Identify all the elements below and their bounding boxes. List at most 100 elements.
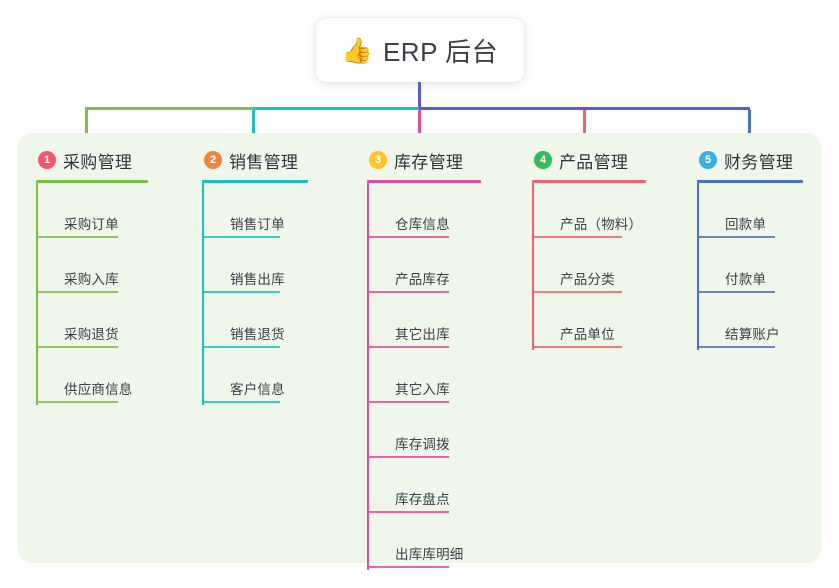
module-item[interactable]: 其它出库 [367,293,481,348]
module-header-rule [532,180,646,183]
module-item-rule [367,401,449,403]
module-item[interactable]: 库存盘点 [367,458,481,513]
module-item-label: 客户信息 [230,382,285,397]
module-item-rule [697,291,775,293]
module-item[interactable]: 客户信息 [202,348,308,403]
module-item[interactable]: 采购订单 [36,183,148,238]
thumbs-up-icon: 👍 [341,36,373,65]
module-spine [202,183,204,405]
module-item[interactable]: 产品库存 [367,238,481,293]
module-column-3: 3 库存管理仓库信息产品库存其它出库其它入库库存调拨库存盘点出库库明细 [367,145,481,570]
module-item-rule [367,346,449,348]
module-number-badge: 3 [369,151,387,169]
module-item-rule [202,401,280,403]
module-header-3[interactable]: 3 库存管理 [367,145,481,175]
module-item[interactable]: 采购退货 [36,293,148,348]
connector-trunk [418,82,421,109]
drop-sales [252,110,255,137]
module-item[interactable]: 结算账户 [697,293,803,348]
module-column-2: 2 销售管理销售订单销售出库销售退货客户信息 [202,145,308,405]
module-item[interactable]: 产品单位 [532,293,646,348]
module-item-label: 采购入库 [64,272,119,287]
module-item[interactable]: 仓库信息 [367,183,481,238]
module-header-1[interactable]: 1 采购管理 [36,145,148,175]
module-item-label: 销售退货 [230,327,285,342]
module-header-rule [36,180,148,183]
module-header-4[interactable]: 4 产品管理 [532,145,646,175]
module-column-5: 5 财务管理回款单付款单结算账户 [697,145,803,350]
module-item-label: 产品库存 [395,272,450,287]
module-item-label: 库存调拨 [395,437,450,452]
module-item[interactable]: 销售订单 [202,183,308,238]
module-number-badge: 1 [38,151,56,169]
module-item[interactable]: 产品（物料） [532,183,646,238]
module-item-rule [36,236,118,238]
module-item-label: 采购退货 [64,327,119,342]
module-item-label: 采购订单 [64,217,119,232]
module-item-rule [367,456,449,458]
module-item-rule [202,346,280,348]
module-item[interactable]: 出库库明细 [367,513,481,568]
module-item-label: 产品单位 [560,327,615,342]
module-item-rule [36,291,118,293]
module-column-1: 1 采购管理采购订单采购入库采购退货供应商信息 [36,145,148,405]
module-item-rule [367,291,449,293]
module-item[interactable]: 库存调拨 [367,403,481,458]
drop-finance [748,110,751,137]
module-item[interactable]: 其它入库 [367,348,481,403]
module-item-rule [532,346,622,348]
module-header-5[interactable]: 5 财务管理 [697,145,803,175]
module-item-label: 销售出库 [230,272,285,287]
module-item-rule [202,236,280,238]
module-item[interactable]: 产品分类 [532,238,646,293]
module-item[interactable]: 付款单 [697,238,803,293]
module-spine [36,183,38,405]
root-node-title: ERP 后台 [382,36,499,67]
module-spine [532,183,534,350]
module-title: 采购管理 [63,152,133,172]
module-item-list: 仓库信息产品库存其它出库其它入库库存调拨库存盘点出库库明细 [367,183,481,570]
module-spine [697,183,699,350]
module-item-rule [367,236,449,238]
module-item-list: 产品（物料） 产品分类产品单位 [532,183,646,350]
module-item[interactable]: 回款单 [697,183,803,238]
module-header-rule [202,180,308,183]
module-item-label: 其它出库 [395,327,450,342]
root-node-card[interactable]: 👍 ERP 后台 [316,18,524,82]
module-title: 财务管理 [724,152,794,172]
module-item-label: 出库库明细 [395,547,464,562]
bus-blue [419,107,750,110]
module-item[interactable]: 采购入库 [36,238,148,293]
module-header-rule [367,180,481,183]
module-column-4: 4 产品管理产品（物料） 产品分类产品单位 [532,145,646,350]
module-item-rule [697,236,775,238]
drop-purchase [85,110,88,137]
module-item-rule [367,566,449,568]
module-title: 产品管理 [559,152,629,172]
module-item-label: 产品分类 [560,272,615,287]
module-item-label: 回款单 [725,217,767,232]
module-item-label: 产品（物料） [560,217,643,232]
module-number-badge: 4 [534,151,552,169]
bus-green [85,107,254,110]
module-title: 销售管理 [229,152,299,172]
module-item-rule [532,291,622,293]
module-header-2[interactable]: 2 销售管理 [202,145,308,175]
module-item[interactable]: 销售退货 [202,293,308,348]
module-item-label: 库存盘点 [395,492,450,507]
drop-product [583,110,586,137]
module-item-list: 采购订单采购入库采购退货供应商信息 [36,183,148,405]
module-number-badge: 5 [699,151,717,169]
module-title: 库存管理 [394,152,464,172]
module-item-rule [532,236,622,238]
module-item-label: 供应商信息 [64,382,133,397]
module-item[interactable]: 供应商信息 [36,348,148,403]
module-spine [367,183,369,570]
module-item-list: 回款单付款单结算账户 [697,183,803,350]
module-item-list: 销售订单销售出库销售退货客户信息 [202,183,308,405]
module-item-label: 其它入库 [395,382,450,397]
module-item-rule [36,346,118,348]
module-number-badge: 2 [204,151,222,169]
module-item[interactable]: 销售出库 [202,238,308,293]
